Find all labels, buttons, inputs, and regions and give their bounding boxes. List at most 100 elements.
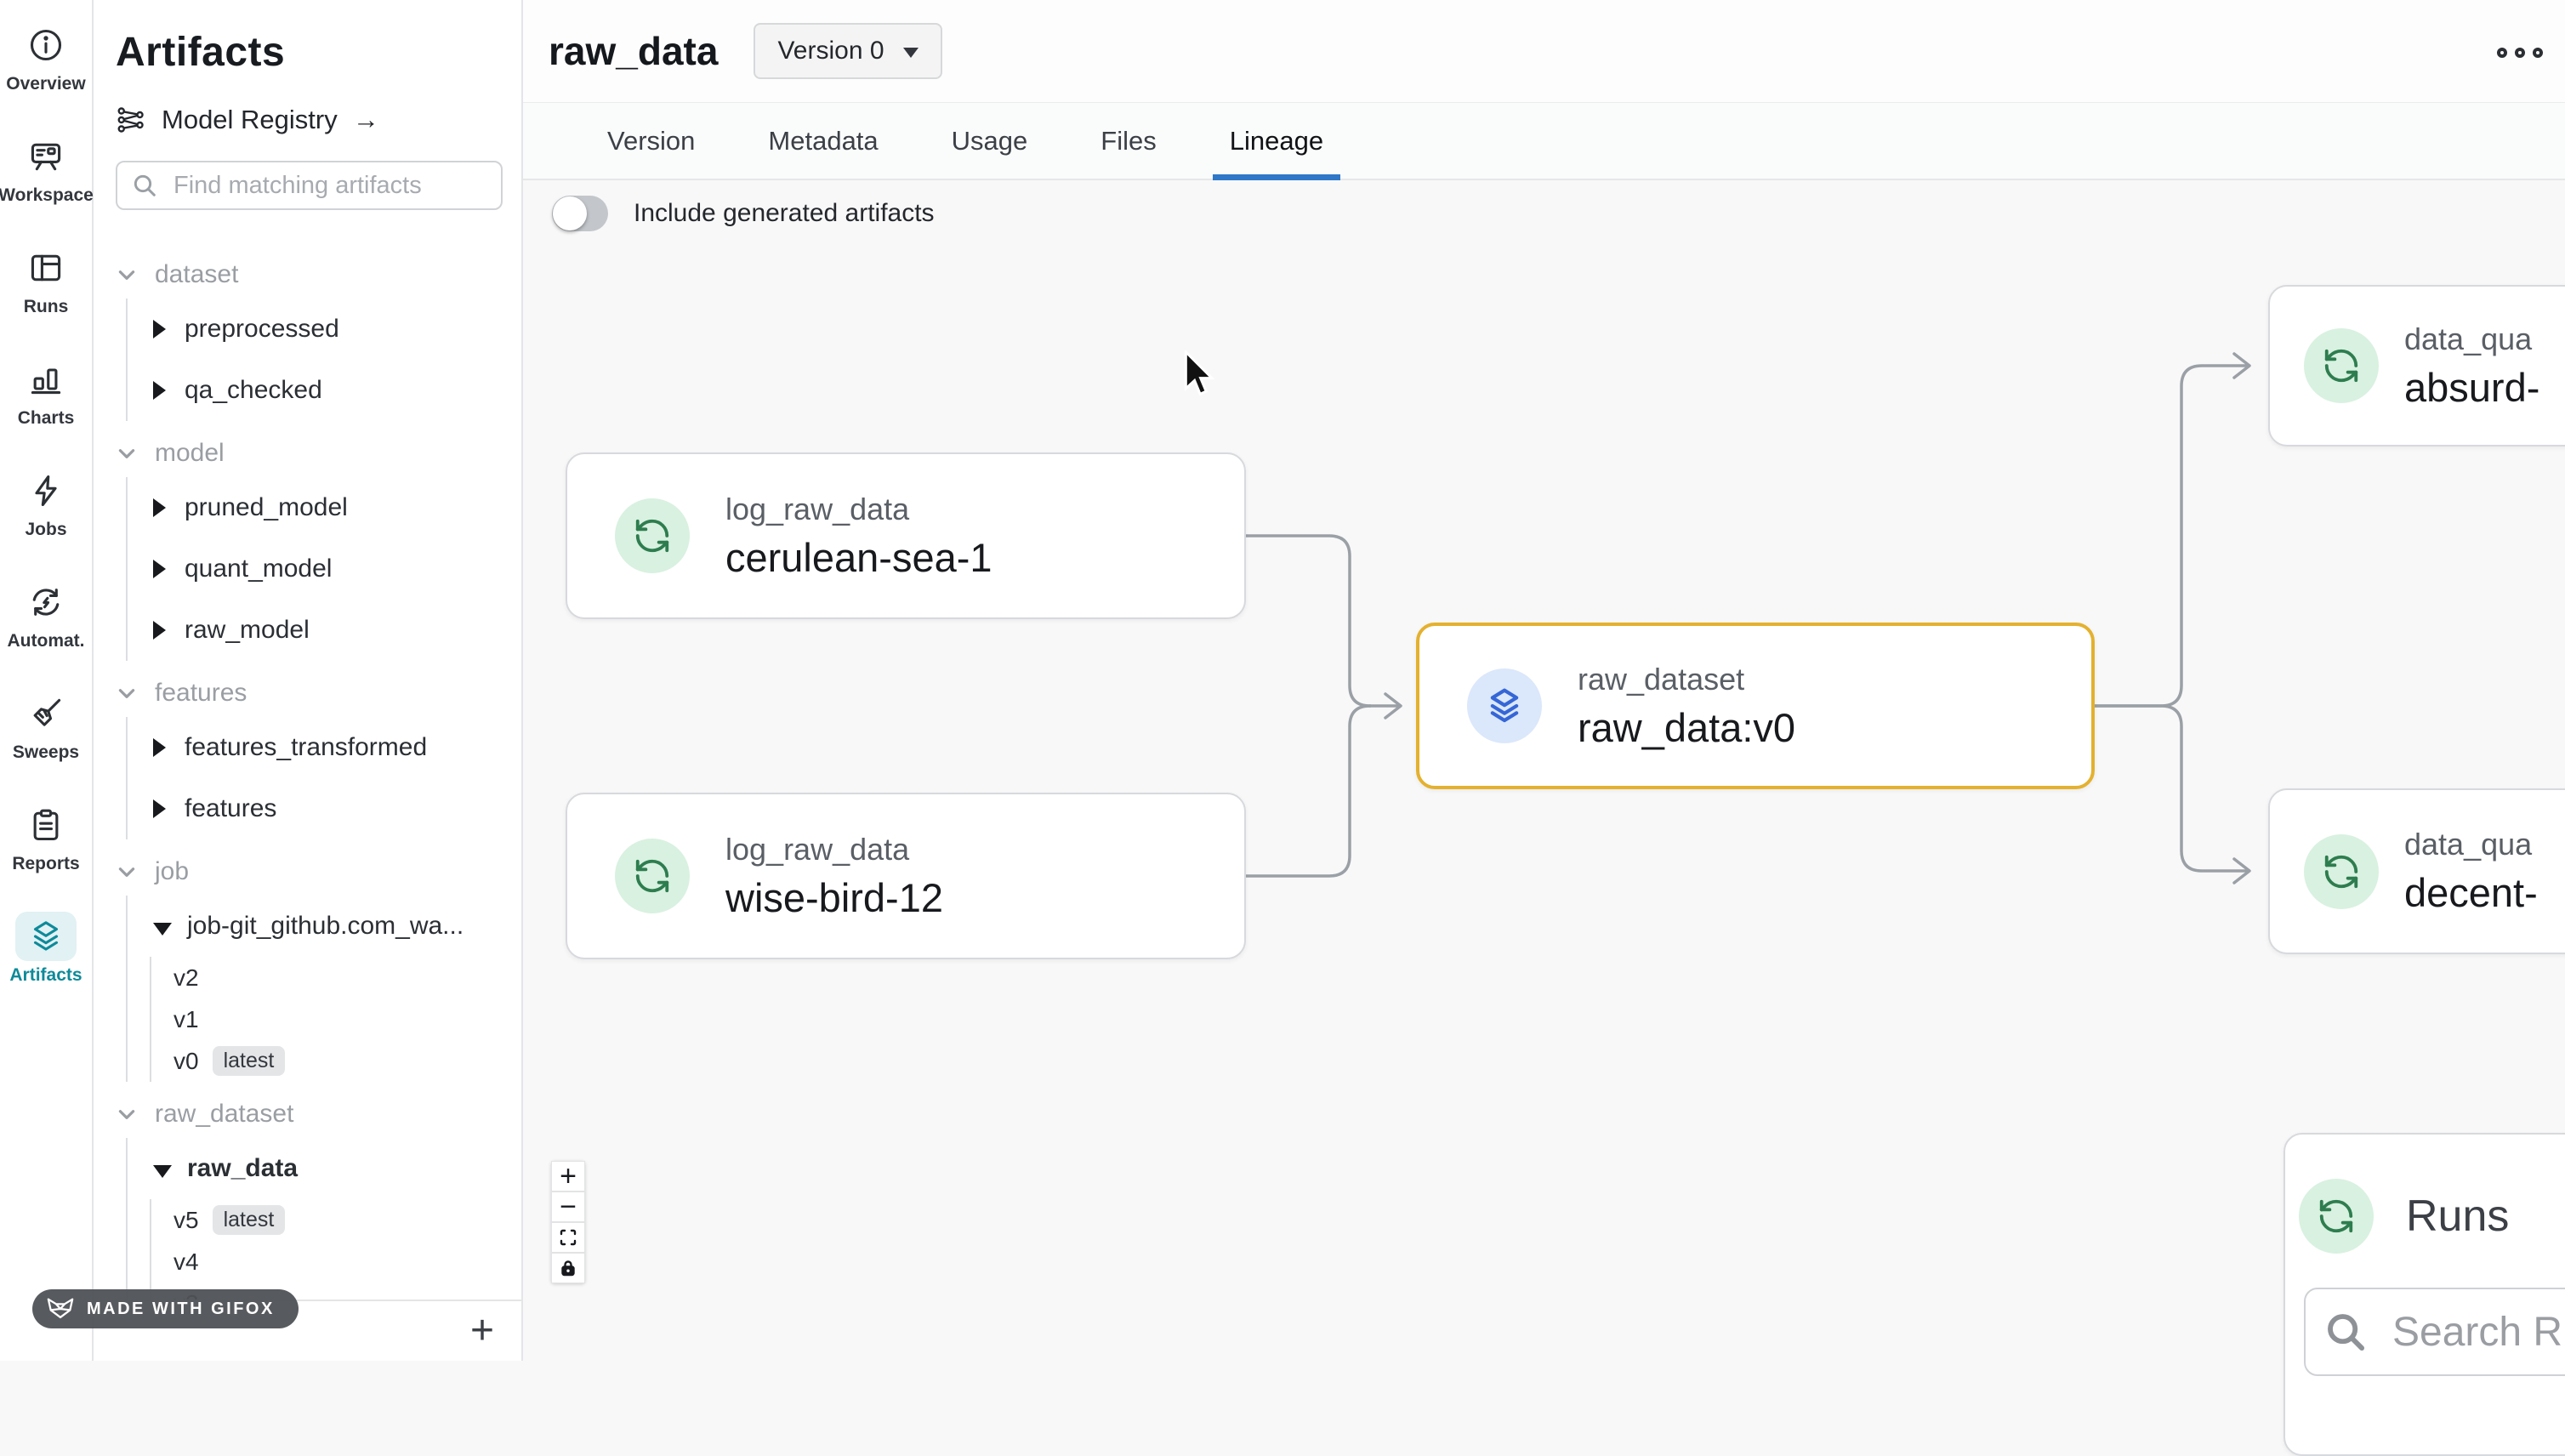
zoom-out-button[interactable]: − bbox=[551, 1191, 585, 1223]
triangle-down-icon bbox=[153, 1164, 172, 1178]
tree-section-job[interactable]: job bbox=[116, 848, 503, 896]
nav-item-artifacts[interactable]: Artifacts bbox=[0, 903, 92, 1015]
runs-panel[interactable]: Runs bbox=[2283, 1133, 2565, 1456]
tree-item[interactable]: qa_checked bbox=[128, 360, 503, 421]
node-category: log_raw_data bbox=[725, 491, 910, 526]
tab-metadata[interactable]: Metadata bbox=[768, 125, 879, 156]
node-name: wise-bird-12 bbox=[725, 874, 943, 920]
tree-item[interactable]: quant_model bbox=[128, 538, 503, 600]
arrow-right-icon: → bbox=[352, 105, 379, 134]
version-dropdown[interactable]: Version 0 bbox=[754, 23, 942, 79]
tree-section-model[interactable]: model bbox=[116, 429, 503, 477]
tab-bar: Version Metadata Usage Files Lineage bbox=[523, 102, 2565, 180]
lineage-node-artifact-selected[interactable]: raw_dataset raw_data:v0 bbox=[1416, 623, 2095, 789]
nav-item-runs[interactable]: Runs bbox=[0, 235, 92, 346]
triangle-down-icon bbox=[153, 922, 172, 936]
main-panel: raw_data Version 0 Version Metadata Usag… bbox=[523, 0, 2565, 1456]
triangle-right-icon bbox=[153, 320, 166, 338]
nav-rail: Overview Workspace Runs Charts Jobs Auto… bbox=[0, 0, 94, 1361]
include-generated-toggle[interactable] bbox=[552, 196, 608, 231]
tree-item[interactable]: raw_model bbox=[128, 600, 503, 661]
tab-version[interactable]: Version bbox=[607, 125, 696, 156]
toggle-label: Include generated artifacts bbox=[634, 199, 935, 227]
lineage-node-run[interactable]: data_qua decent- bbox=[2268, 788, 2565, 954]
mouse-cursor bbox=[1184, 350, 1215, 396]
run-refresh-icon bbox=[2304, 833, 2379, 909]
artifact-search-input[interactable] bbox=[116, 161, 503, 210]
runs-search-box[interactable] bbox=[2304, 1288, 2565, 1376]
node-name: decent- bbox=[2404, 870, 2538, 915]
fox-icon bbox=[47, 1298, 74, 1319]
artifact-header: raw_data Version 0 bbox=[523, 0, 2565, 102]
nav-item-jobs[interactable]: Jobs bbox=[0, 458, 92, 569]
nav-item-workspace[interactable]: Workspace bbox=[0, 123, 94, 235]
search-icon bbox=[134, 174, 156, 196]
lock-icon bbox=[561, 1260, 575, 1277]
tree-item-raw-data[interactable]: raw_data bbox=[128, 1138, 503, 1199]
search-icon bbox=[2328, 1314, 2365, 1351]
tree-item-expanded[interactable]: job-git_github.com_wa... bbox=[128, 896, 503, 957]
run-refresh-icon bbox=[2299, 1179, 2374, 1254]
tree-item[interactable]: preprocessed bbox=[128, 299, 503, 360]
nav-item-sweeps[interactable]: Sweeps bbox=[0, 680, 92, 792]
add-artifact-button[interactable]: + bbox=[465, 1311, 499, 1351]
run-refresh-icon bbox=[2304, 328, 2379, 403]
lineage-node-run[interactable]: log_raw_data cerulean-sea-1 bbox=[566, 452, 1246, 619]
dot-icon bbox=[2497, 48, 2507, 58]
lock-button[interactable] bbox=[551, 1253, 585, 1283]
sidebar-footer: + bbox=[94, 1300, 521, 1361]
chevron-down-icon bbox=[118, 449, 135, 458]
lineage-canvas[interactable]: Include generated artifacts log_raw_data… bbox=[523, 182, 2565, 1456]
node-name: absurd- bbox=[2404, 364, 2540, 410]
version-item[interactable]: v1 bbox=[173, 1005, 199, 1032]
tree-section-dataset[interactable]: dataset bbox=[116, 251, 503, 299]
lineage-node-run[interactable]: data_qua absurd- bbox=[2268, 285, 2565, 446]
bar-chart-icon bbox=[15, 355, 77, 404]
chevron-down-icon bbox=[118, 1110, 135, 1119]
triangle-right-icon bbox=[153, 498, 166, 517]
gifox-watermark: MADE WITH GIFOX bbox=[32, 1289, 299, 1328]
sidebar-title: Artifacts bbox=[116, 30, 286, 75]
overflow-menu-button[interactable] bbox=[2497, 48, 2543, 58]
tree-section-features[interactable]: features bbox=[116, 669, 503, 717]
fit-view-button[interactable] bbox=[551, 1222, 585, 1253]
tree-item[interactable]: pruned_model bbox=[128, 477, 503, 538]
tree-item[interactable]: features_transformed bbox=[128, 717, 503, 778]
model-registry-link[interactable]: Model Registry → bbox=[116, 105, 503, 135]
chevron-down-icon bbox=[118, 270, 135, 280]
artifact-layers-icon bbox=[1467, 668, 1542, 743]
layers-icon bbox=[15, 912, 77, 961]
triangle-right-icon bbox=[153, 799, 166, 818]
lightning-icon bbox=[15, 466, 77, 515]
automations-icon bbox=[15, 577, 77, 627]
runs-search-input[interactable] bbox=[2391, 1307, 2565, 1356]
chevron-down-icon bbox=[118, 867, 135, 877]
tree-item[interactable]: features bbox=[128, 778, 503, 839]
triangle-right-icon bbox=[153, 381, 166, 400]
tab-lineage[interactable]: Lineage bbox=[1212, 103, 1341, 180]
dot-icon bbox=[2515, 48, 2525, 58]
zoom-in-button[interactable]: + bbox=[551, 1160, 585, 1192]
tab-usage[interactable]: Usage bbox=[951, 125, 1028, 156]
latest-badge: latest bbox=[212, 1205, 286, 1235]
triangle-right-icon bbox=[153, 621, 166, 640]
broom-icon bbox=[15, 689, 77, 738]
chevron-down-icon bbox=[118, 689, 135, 698]
lineage-node-run[interactable]: log_raw_data wise-bird-12 bbox=[566, 793, 1246, 959]
version-item[interactable]: v4 bbox=[173, 1248, 199, 1275]
nav-item-reports[interactable]: Reports bbox=[0, 792, 92, 903]
nav-item-charts[interactable]: Charts bbox=[0, 346, 92, 458]
version-item[interactable]: v2 bbox=[173, 964, 199, 991]
nav-item-automations[interactable]: Automat. bbox=[0, 569, 92, 680]
triangle-right-icon bbox=[153, 560, 166, 578]
nav-item-overview[interactable]: Overview bbox=[0, 12, 92, 123]
run-refresh-icon bbox=[615, 498, 690, 573]
run-refresh-icon bbox=[615, 839, 690, 913]
tree-section-raw-dataset[interactable]: raw_dataset bbox=[116, 1090, 503, 1138]
fit-view-icon bbox=[560, 1229, 577, 1246]
node-category: data_qua bbox=[2404, 827, 2533, 862]
node-category: data_qua bbox=[2404, 321, 2533, 356]
tab-files[interactable]: Files bbox=[1101, 125, 1157, 156]
